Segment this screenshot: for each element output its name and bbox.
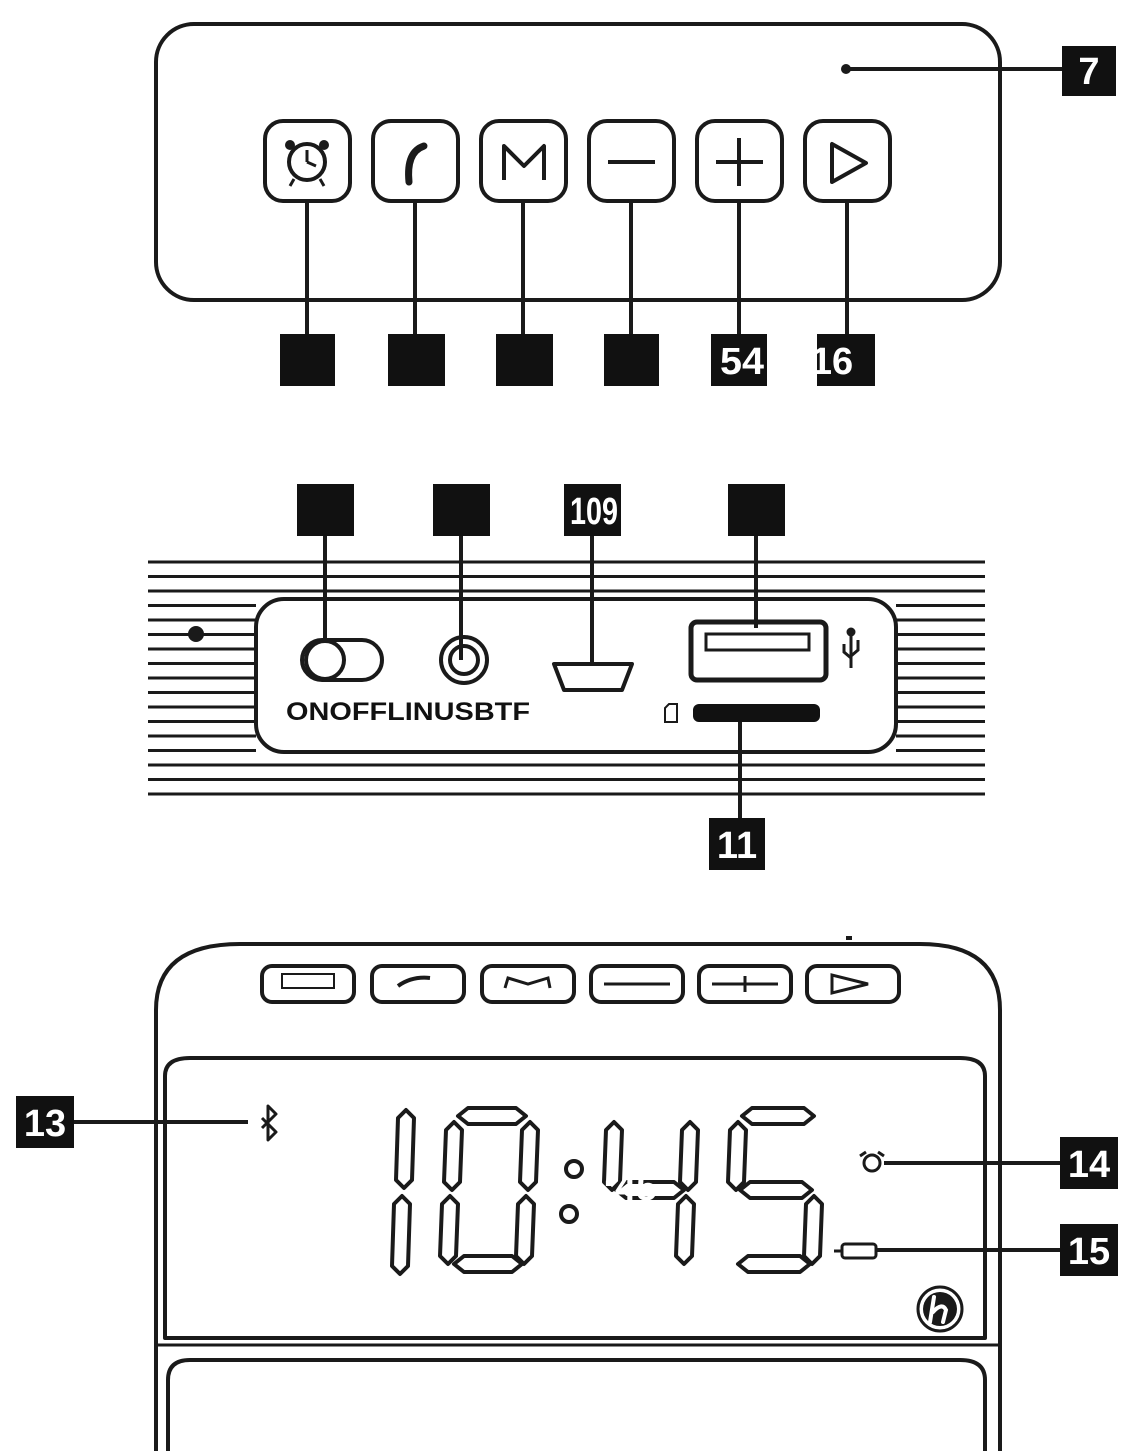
aux-in-jack[interactable] <box>439 635 489 685</box>
svg-text:11: 11 <box>717 825 757 867</box>
plus-button[interactable] <box>695 119 784 203</box>
front-view: 13 10:45 14 15 <box>16 936 1118 1451</box>
brand-logo <box>916 1285 964 1333</box>
front-lower-body <box>166 1358 987 1451</box>
lcd-segment <box>726 1120 748 1192</box>
svg-text:14: 14 <box>1068 1144 1110 1186</box>
lcd-segment <box>614 1180 686 1200</box>
lcd-segment <box>736 1254 812 1274</box>
front-body-outline <box>154 942 1002 1451</box>
back-view: 109 <box>148 484 985 870</box>
lcd-segment <box>452 1254 524 1274</box>
mode-m-icon <box>502 144 546 180</box>
lcd-segment <box>602 1120 624 1192</box>
callout-12 <box>728 484 785 536</box>
lcd-segment <box>518 1120 540 1192</box>
lcd-segment <box>802 1194 824 1266</box>
play-icon <box>830 142 868 184</box>
svg-text:15: 15 <box>1068 1231 1110 1273</box>
lcd-segment <box>738 1180 814 1200</box>
callout-3 <box>496 334 553 386</box>
callout-6: 16 <box>811 334 875 386</box>
callout-13: 13 <box>16 1096 74 1148</box>
callout-11: 11 <box>709 818 765 870</box>
phone-icon <box>396 975 431 988</box>
usb-a-port[interactable] <box>688 619 829 683</box>
front-plus-button[interactable] <box>697 964 793 1004</box>
lcd-segment <box>394 1108 416 1190</box>
lcd-segment <box>678 1120 700 1192</box>
lcd-segment <box>740 1106 816 1126</box>
front-alarm-button[interactable] <box>260 964 356 1004</box>
usb-icon <box>842 627 860 668</box>
micro-sd-slot[interactable] <box>693 704 820 722</box>
lcd-segment <box>390 1194 412 1276</box>
plus-icon <box>716 138 763 186</box>
lcd-clock-digits <box>390 1106 824 1276</box>
lcd-colon-bottom <box>559 1204 579 1224</box>
port-label-text: ONOFFLINUSBTF <box>286 698 530 726</box>
alarm-button[interactable] <box>263 119 352 203</box>
lcd-segment <box>442 1120 464 1192</box>
phone-button[interactable] <box>371 119 460 203</box>
top-panel-outline <box>154 22 1002 302</box>
display-window <box>163 1056 987 1340</box>
micro-usb-port[interactable] <box>552 662 634 692</box>
mode-m-icon <box>503 976 552 989</box>
mode-button[interactable] <box>479 119 568 203</box>
sd-card-icon <box>664 703 678 723</box>
charging-indicator-icon <box>834 1242 878 1260</box>
front-play-button[interactable] <box>805 964 901 1004</box>
callout-10: 109 <box>564 484 621 536</box>
bluetooth-icon <box>260 1104 278 1142</box>
phone-icon <box>405 142 428 186</box>
callout-2 <box>388 334 445 386</box>
lcd-segment <box>674 1194 696 1266</box>
svg-text:7: 7 <box>1078 51 1099 93</box>
minus-button[interactable] <box>587 119 676 203</box>
alarm-clock-icon <box>285 140 329 187</box>
svg-text:16: 16 <box>811 341 853 383</box>
alarm-clock-icon <box>281 973 335 989</box>
callout-8 <box>297 484 354 536</box>
callout-9 <box>433 484 490 536</box>
front-mode-button[interactable] <box>480 964 576 1004</box>
lcd-colon-top <box>564 1159 584 1179</box>
power-switch[interactable] <box>300 638 384 682</box>
speaker-grille <box>148 560 985 796</box>
reset-hole <box>188 626 204 642</box>
callout-15: 15 <box>1060 1224 1118 1276</box>
callout-1 <box>280 334 335 386</box>
callout-4 <box>604 334 659 386</box>
svg-text:109: 109 <box>570 491 618 533</box>
play-button[interactable] <box>803 119 892 203</box>
callout-7: 7 <box>1062 46 1116 96</box>
lcd-time-text: 10:45 <box>560 1167 657 1209</box>
front-minus-button[interactable] <box>589 964 685 1004</box>
callout-5: 54 <box>711 334 767 386</box>
svg-text:13: 13 <box>24 1103 66 1145</box>
top-view: 7 <box>154 22 1116 386</box>
front-phone-button[interactable] <box>370 964 466 1004</box>
lcd-segment <box>456 1106 528 1126</box>
plus-icon <box>712 976 778 992</box>
callout-14: 14 <box>1060 1137 1118 1189</box>
play-icon <box>830 973 869 995</box>
alarm-indicator-icon <box>859 1150 885 1173</box>
lcd-segment <box>438 1194 460 1266</box>
lcd-segment <box>514 1194 536 1266</box>
svg-text:54: 54 <box>720 341 764 383</box>
